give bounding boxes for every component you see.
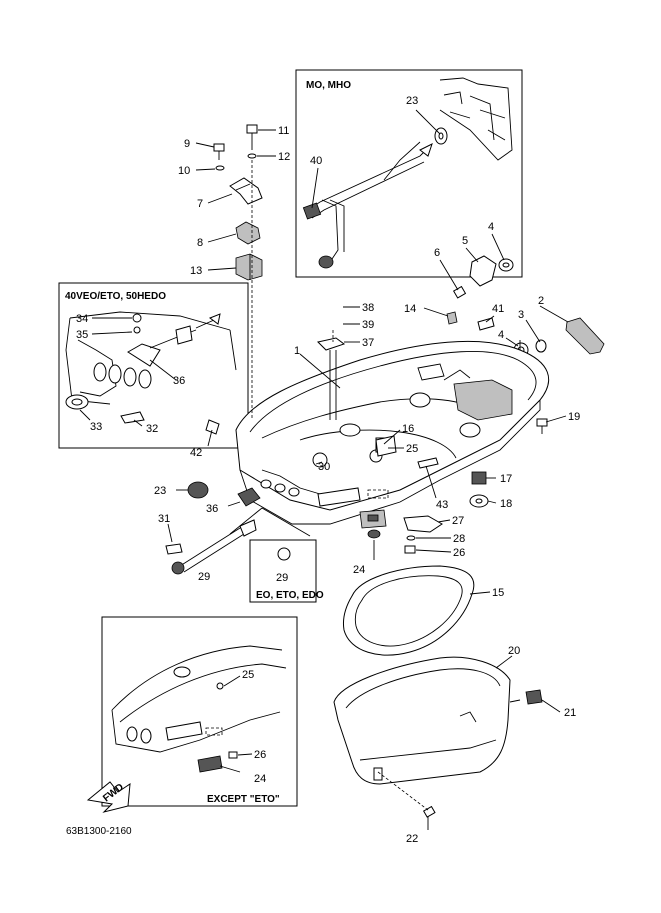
callout-11: 11 <box>278 125 289 137</box>
callout-14: 14 <box>404 303 416 315</box>
diagram-code: 63B1300-2160 <box>66 826 132 837</box>
callout-19: 19 <box>568 411 580 423</box>
callout-25-inset: 25 <box>242 669 254 681</box>
callout-4: 4 <box>498 329 504 341</box>
callout-30: 30 <box>318 461 330 473</box>
inset-title-except-eto: EXCEPT "ETO" <box>207 794 280 805</box>
callout-7: 7 <box>197 198 203 210</box>
callout-43: 43 <box>436 499 448 511</box>
callout-13: 13 <box>190 265 202 277</box>
callout-27: 27 <box>452 515 464 527</box>
callout-24-inset: 24 <box>254 773 266 785</box>
callout-8: 8 <box>197 237 203 249</box>
callout-24: 24 <box>353 564 365 576</box>
mo-mho-illustration <box>302 77 513 269</box>
callout-16: 16 <box>402 423 414 435</box>
callout-39: 39 <box>362 319 374 331</box>
callout-40: 40 <box>310 155 322 167</box>
lower-cover <box>333 656 543 818</box>
callout-25: 25 <box>406 443 418 455</box>
callout-31: 31 <box>158 513 170 525</box>
callout-23-inset: 23 <box>406 95 418 107</box>
inset-title-eo: EO, ETO, EDO <box>256 590 324 601</box>
callout-23: 23 <box>154 485 166 497</box>
inset-eo-eto-edo <box>249 539 317 603</box>
callout-32: 32 <box>146 423 158 435</box>
callout-29-inset: 29 <box>276 572 288 584</box>
callout-28: 28 <box>453 533 465 545</box>
callout-35: 35 <box>76 329 88 341</box>
callout-22: 22 <box>406 833 418 845</box>
callout-6: 6 <box>434 247 440 259</box>
callout-1: 1 <box>294 345 300 357</box>
callout-41: 41 <box>492 303 504 315</box>
callout-5: 5 <box>462 235 468 247</box>
except-eto-illustration <box>86 645 287 813</box>
callout-42: 42 <box>190 447 202 459</box>
callout-38: 38 <box>362 302 374 314</box>
inset-40veo-eto <box>58 282 249 449</box>
seal-gasket <box>343 565 475 656</box>
callout-21: 21 <box>564 707 576 719</box>
callout-37: 37 <box>362 337 374 349</box>
top-parts <box>213 124 263 281</box>
callout-labels: 11 12 9 10 7 8 13 23 40 6 5 4 14 41 2 3 … <box>76 95 580 845</box>
callout-36-inset: 36 <box>173 375 185 387</box>
callout-12: 12 <box>278 151 290 163</box>
lower-center-parts <box>359 435 443 554</box>
callout-4-top: 4 <box>488 221 494 233</box>
inset-title-40veo: 40VEO/ETO, 50HEDO <box>65 291 166 302</box>
callout-26: 26 <box>453 547 465 559</box>
veo-eto-illustration <box>65 311 237 424</box>
leader-lines <box>79 109 569 830</box>
callout-10: 10 <box>178 165 190 177</box>
inset-except-eto <box>101 616 298 807</box>
callout-36: 36 <box>206 503 218 515</box>
inset-title-mo-mho: MO, MHO <box>306 80 351 91</box>
callout-3: 3 <box>518 309 524 321</box>
fwd-arrow-icon <box>86 781 131 813</box>
callout-34: 34 <box>76 313 88 325</box>
left-parts <box>165 481 311 575</box>
callout-20: 20 <box>508 645 520 657</box>
callout-26-inset: 26 <box>254 749 266 761</box>
callout-29: 29 <box>198 571 210 583</box>
inset-mo-mho <box>295 69 523 278</box>
callout-2: 2 <box>538 295 544 307</box>
callout-18: 18 <box>500 498 512 510</box>
callout-17: 17 <box>500 473 512 485</box>
callout-33: 33 <box>90 421 102 433</box>
callout-15: 15 <box>492 587 504 599</box>
callout-9: 9 <box>184 138 190 150</box>
